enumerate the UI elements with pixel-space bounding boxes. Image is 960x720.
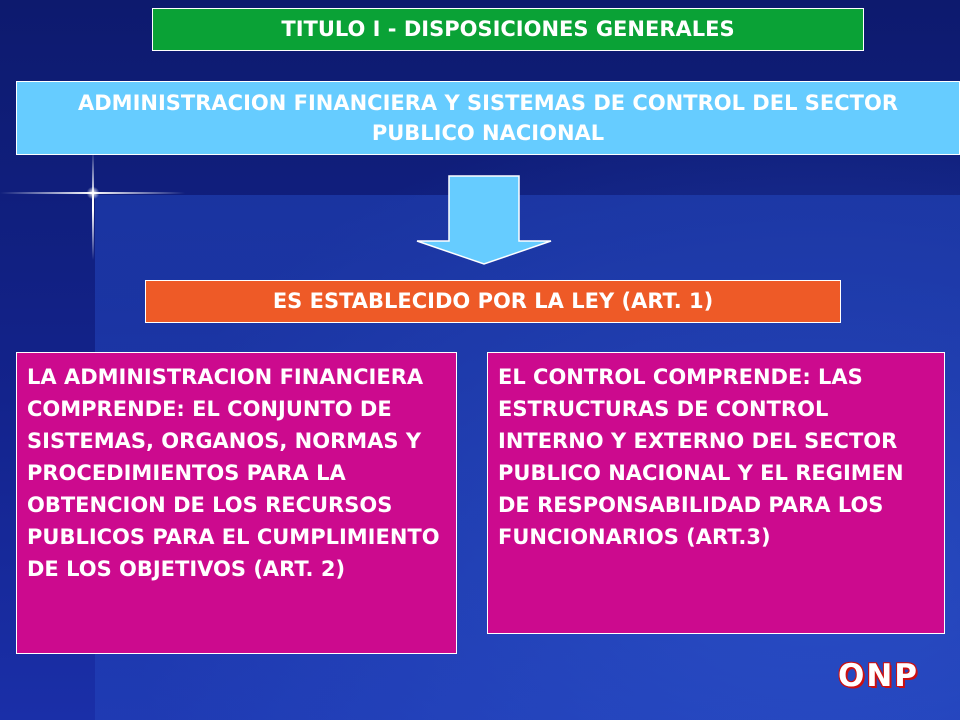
title-box: TITULO I - DISPOSICIONES GENERALES xyxy=(152,8,864,51)
control-text: EL CONTROL COMPRENDE: LAS ESTRUCTURAS DE… xyxy=(498,365,904,549)
control-box: EL CONTROL COMPRENDE: LAS ESTRUCTURAS DE… xyxy=(487,352,945,634)
onp-logo: ONP xyxy=(838,658,920,694)
sparkle-icon xyxy=(86,187,100,199)
financial-administration-text: LA ADMINISTRACION FINANCIERA COMPRENDE: … xyxy=(27,365,440,581)
down-arrow-icon xyxy=(416,175,552,265)
established-by-law-box: ES ESTABLECIDO POR LA LEY (ART. 1) xyxy=(145,280,841,323)
financial-administration-box: LA ADMINISTRACION FINANCIERA COMPRENDE: … xyxy=(16,352,457,654)
sparkle-decoration-vertical xyxy=(92,150,94,260)
subtitle-box: ADMINISTRACION FINANCIERA Y SISTEMAS DE … xyxy=(16,81,960,155)
subtitle-text: ADMINISTRACION FINANCIERA Y SISTEMAS DE … xyxy=(78,91,898,145)
